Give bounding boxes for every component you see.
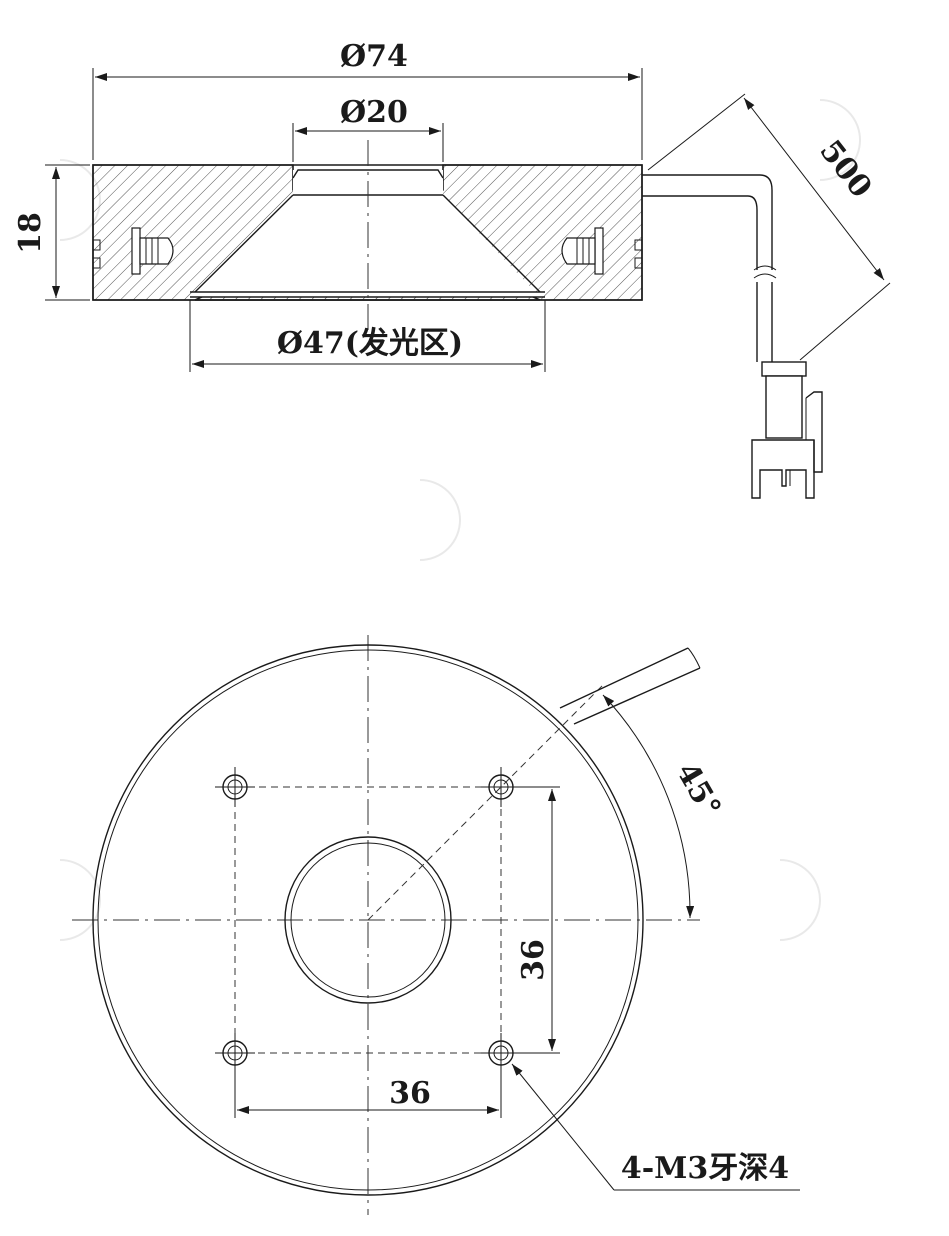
dim-vertical-spacing: 36 <box>516 939 551 981</box>
side-view <box>45 68 891 499</box>
screw-icon <box>561 227 604 275</box>
dim-horizontal-spacing: 36 <box>389 1076 431 1111</box>
screw-icon <box>131 227 174 275</box>
dim-inner-diameter: Ø20 <box>340 95 408 130</box>
dim-emitting-area: Ø47(发光区) <box>277 326 463 361</box>
center-hole <box>284 836 452 1004</box>
dim-height: 18 <box>13 212 48 254</box>
dim-cable-length: 500 <box>812 134 878 205</box>
top-view <box>72 635 800 1215</box>
outer-ring <box>92 644 644 1196</box>
dim-angle: 45° <box>669 757 728 824</box>
connector-icon <box>751 361 823 499</box>
hole-callout: 4-M3牙深4 <box>621 1151 789 1186</box>
dim-outer-diameter: Ø74 <box>340 39 408 74</box>
